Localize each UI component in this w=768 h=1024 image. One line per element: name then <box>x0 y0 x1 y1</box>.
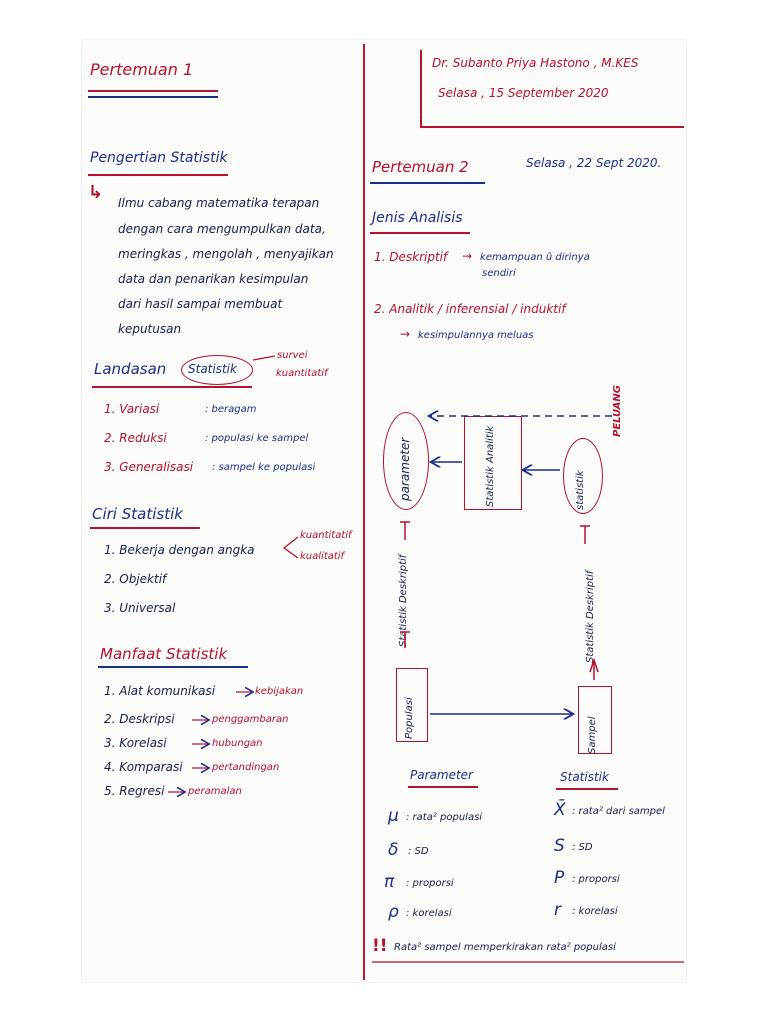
stat-symbol: S <box>554 836 565 856</box>
statistik-oval-label: Statistik <box>188 362 237 376</box>
bottom-note: Rata² sampel memperkirakan rata² populas… <box>394 942 616 953</box>
sampel-box <box>578 686 612 754</box>
heading-underline <box>92 386 252 388</box>
param-desc: : SD <box>408 846 429 857</box>
stat-desc: : SD <box>572 842 593 853</box>
pengertian-line: meringkas , mengolah , menyajikan <box>118 247 334 261</box>
stat-symbol: r <box>554 900 561 920</box>
landasan-item-desc: : beragam <box>205 404 257 415</box>
heading-underline <box>98 666 248 668</box>
heading-underline <box>556 788 618 790</box>
header-bracket <box>420 50 684 128</box>
pengertian-line: dengan cara mengumpulkan data, <box>118 222 326 236</box>
stat-desc: : proporsi <box>572 874 620 885</box>
jenis-heading: Jenis Analisis <box>372 210 463 226</box>
title-underline <box>370 182 485 184</box>
param-symbol: π <box>384 872 395 892</box>
title-underline <box>88 90 218 92</box>
curl-arrow-icon: ↳ <box>88 182 104 203</box>
pengertian-heading: Pengertian Statistik <box>90 150 228 166</box>
pengertian-line: Ilmu cabang matematika terapan <box>118 196 320 210</box>
arrow-right-icon: → <box>400 327 411 341</box>
stat-symbol: P <box>554 868 565 888</box>
date-second: Selasa , 22 Sept 2020. <box>526 156 662 170</box>
manfaat-item-desc: kebijakan <box>255 686 304 697</box>
stat-desc: : korelasi <box>572 906 618 917</box>
landasan-item-desc: : populasi ke sampel <box>205 433 309 444</box>
manfaat-item-desc: hubungan <box>212 738 263 749</box>
ciri-item: 1. Bekerja dengan angka <box>104 543 255 557</box>
landasan-heading: Landasan <box>94 360 167 378</box>
pertemuan-1-title: Pertemuan 1 <box>90 60 194 79</box>
param-symbol: μ <box>388 806 399 826</box>
manfaat-item: 1. Alat komunikasi <box>104 684 216 698</box>
manfaat-item-desc: pertandingan <box>212 762 280 773</box>
jenis-item: 1. Deskriptif <box>374 250 448 264</box>
warning-mark-icon: !! <box>372 936 388 956</box>
parameter-oval <box>383 412 429 510</box>
pengertian-line: data dan penarikan kesimpulan <box>118 272 309 286</box>
landasan-item: 3. Generalisasi <box>104 460 194 474</box>
ciri-branch-bracket <box>282 536 299 559</box>
manfaat-item: 5. Regresi <box>104 784 165 798</box>
table-head-parameter: Parameter <box>410 768 473 782</box>
stat-desc: : rata² dari sampel <box>572 806 665 817</box>
landasan-item: 1. Variasi <box>104 402 160 416</box>
landasan-arrow <box>252 355 276 361</box>
statistik-oval <box>181 355 253 385</box>
ciri-item: 3. Universal <box>104 601 176 615</box>
ciri-item: 2. Objektif <box>104 572 167 586</box>
ciri-branch: kualitatif <box>300 551 345 562</box>
date-first: Selasa , 15 September 2020 <box>438 86 609 100</box>
param-symbol: δ <box>388 840 399 860</box>
ciri-branch: kuantitatif <box>300 530 352 541</box>
manfaat-item-desc: peramalan <box>188 786 242 797</box>
page-divider <box>363 44 365 980</box>
pertemuan-2-title: Pertemuan 2 <box>372 158 469 176</box>
pengertian-line: dari hasil sampai membuat <box>118 297 283 311</box>
manfaat-item: 4. Komparasi <box>104 760 183 774</box>
landasan-item: 2. Reduksi <box>104 431 167 445</box>
landasan-item-desc: : sampel ke populasi <box>212 462 316 473</box>
param-desc: : rata² populasi <box>406 812 483 823</box>
jenis-item-desc: sendiri <box>482 268 516 279</box>
manfaat-heading: Manfaat Statistik <box>100 645 228 663</box>
manfaat-item-desc: penggambaran <box>212 714 289 725</box>
arrow-right-icon: → <box>462 249 473 263</box>
landasan-note: kuantitatif <box>276 368 328 379</box>
ciri-heading: Ciri Statistik <box>92 505 183 523</box>
param-desc: : korelasi <box>406 908 452 919</box>
statistik-analitik-box <box>464 416 522 510</box>
param-desc: : proporsi <box>406 878 454 889</box>
heading-underline <box>408 786 478 788</box>
populasi-box <box>396 668 428 742</box>
title-underline <box>88 96 218 98</box>
statistik-oval-diagram <box>563 438 603 514</box>
heading-underline <box>370 232 470 234</box>
pengertian-line: keputusan <box>118 322 182 336</box>
jenis-item-desc: kemampuan û dirinya <box>480 252 590 263</box>
author-name: Dr. Subanto Priya Hastono , M.KES <box>432 56 639 70</box>
param-symbol: ρ <box>388 902 399 922</box>
stat-symbol: X̄ <box>554 800 566 820</box>
heading-underline <box>90 527 200 529</box>
landasan-note: survei <box>277 350 308 361</box>
heading-underline <box>88 174 228 176</box>
jenis-item-desc: kesimpulannya meluas <box>418 330 534 341</box>
manfaat-item: 3. Korelasi <box>104 736 167 750</box>
table-head-statistik: Statistik <box>560 770 609 784</box>
jenis-item: 2. Analitik / inferensial / induktif <box>374 302 566 316</box>
manfaat-item: 2. Deskripsi <box>104 712 175 726</box>
